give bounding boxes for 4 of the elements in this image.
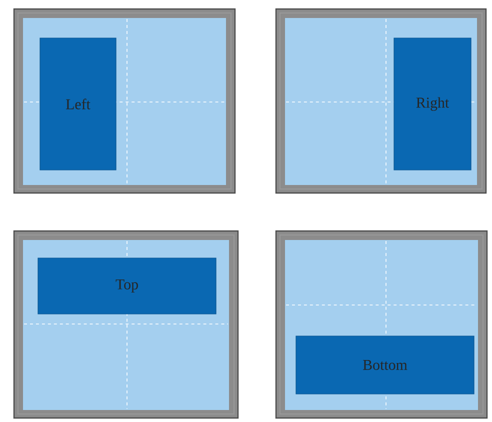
region-box: Bottom xyxy=(296,336,474,394)
region-box: Right xyxy=(394,38,472,170)
region-box: Left xyxy=(40,38,116,170)
region-box: Top xyxy=(38,258,216,314)
